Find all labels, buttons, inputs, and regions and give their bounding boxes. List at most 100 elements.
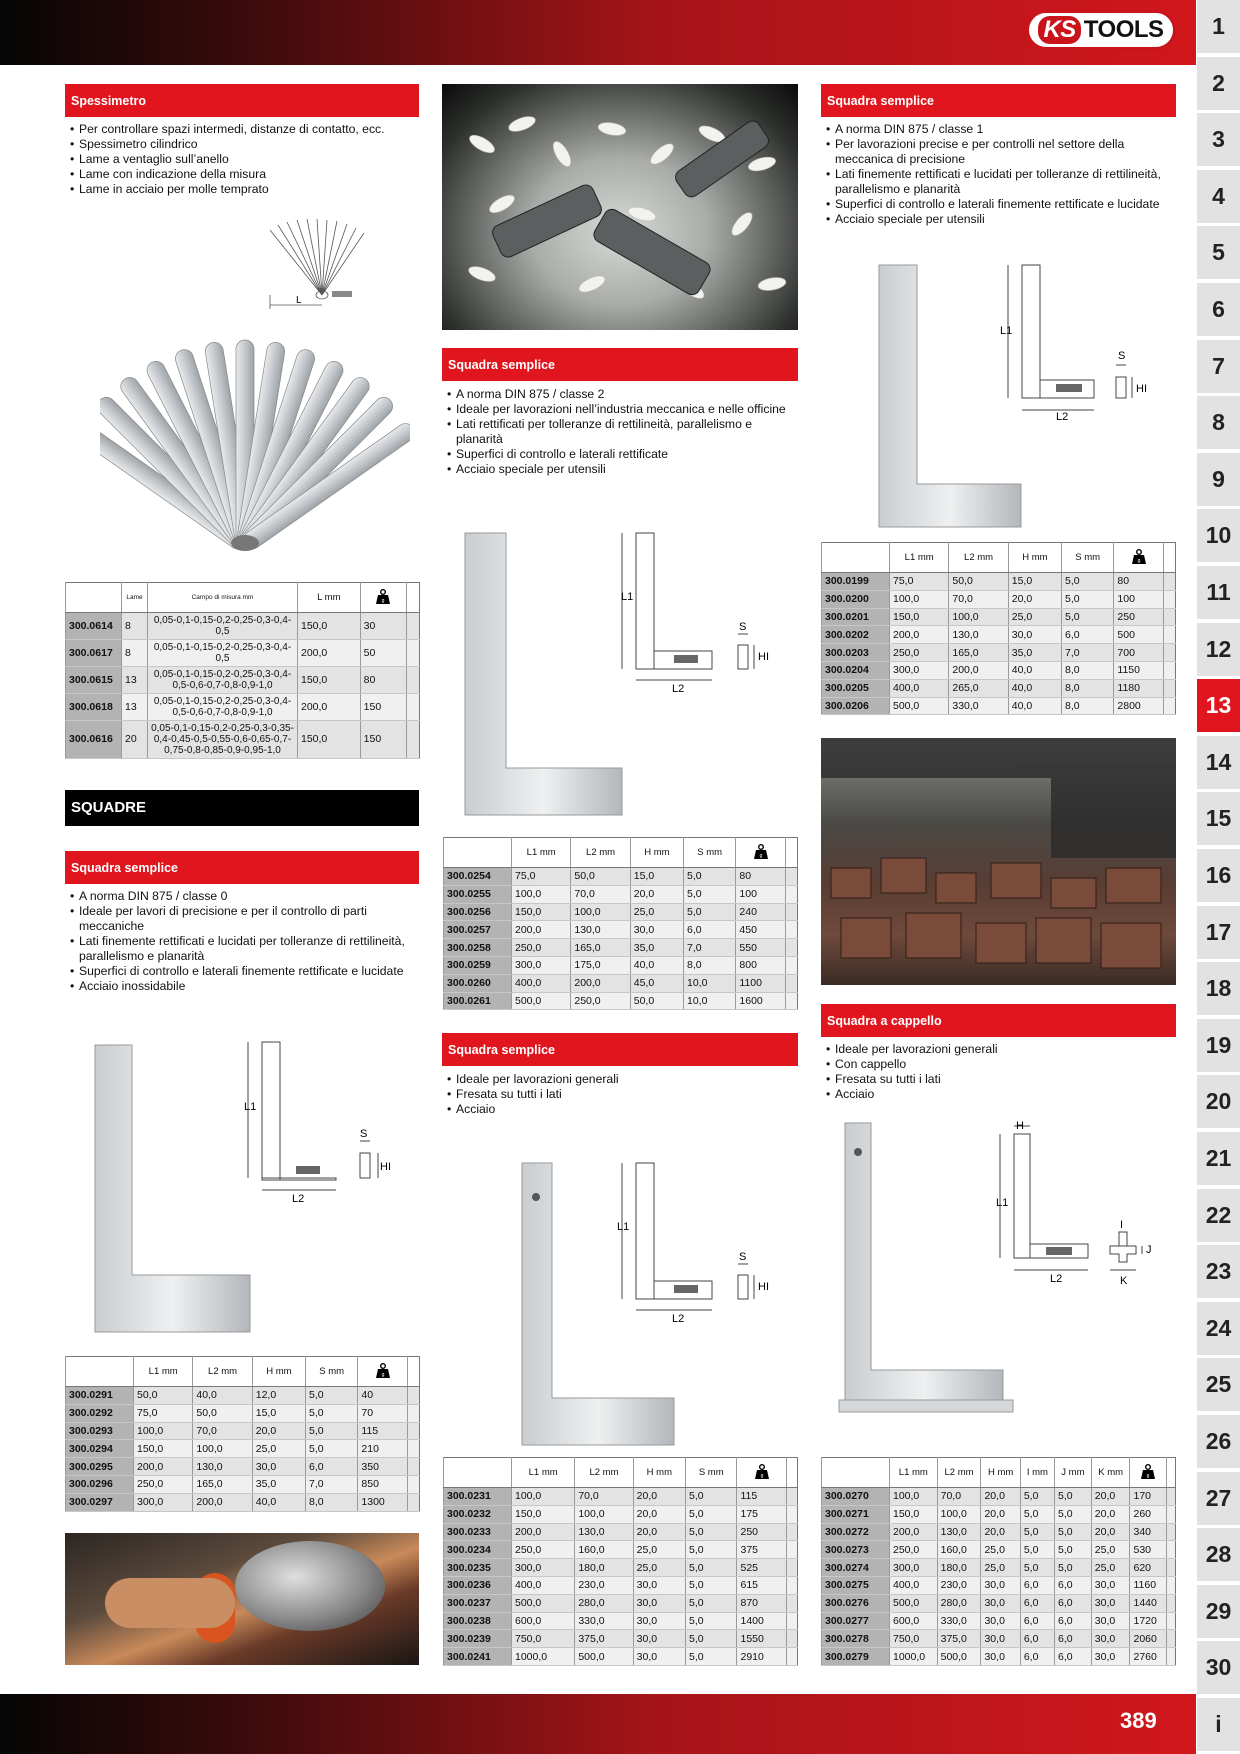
squadra-classe2-features: A norma DIN 875 / classe 2Ideale per lav… — [447, 387, 799, 477]
table-cell: 5,0 — [1060, 590, 1114, 609]
table-cell: 30,0 — [980, 1629, 1021, 1649]
dim-label-s: S — [1118, 350, 1125, 362]
chapter-tab-25[interactable]: 25 — [1197, 1358, 1240, 1412]
table-cell: 100 — [1113, 590, 1164, 609]
page-number: 389 — [1120, 1708, 1157, 1733]
table-cell: 150,0 — [297, 612, 361, 640]
dim-label-hi: HI — [380, 1161, 391, 1173]
squadra-cappello-features: Ideale per lavorazioni generaliCon cappe… — [826, 1042, 1176, 1102]
weight-icon: g — [754, 1463, 769, 1479]
chapter-tab-26[interactable]: 26 — [1197, 1415, 1240, 1468]
table-cell: 280,0 — [574, 1594, 634, 1613]
chapter-tab-5[interactable]: 5 — [1197, 226, 1240, 280]
chapter-tab-3[interactable]: 3 — [1197, 113, 1240, 167]
chapter-tab-6[interactable]: 6 — [1197, 283, 1240, 336]
table-cell: 160,0 — [574, 1540, 634, 1560]
chapter-tab-18[interactable]: 18 — [1197, 962, 1240, 1016]
article-code: 300.0276 — [821, 1594, 890, 1613]
chapter-tab-28[interactable]: 28 — [1197, 1528, 1240, 1582]
table-cell: 5,0 — [684, 1505, 737, 1524]
table-cell: 5,0 — [682, 885, 736, 904]
chapter-tab-16[interactable]: 16 — [1197, 849, 1240, 902]
chapter-tab-21[interactable]: 21 — [1197, 1132, 1240, 1185]
chapter-tab-2[interactable]: 2 — [1197, 56, 1240, 110]
table-cell: 200,0 — [570, 974, 631, 993]
polishing-media-photo — [442, 84, 798, 330]
chapter-tab-29[interactable]: 29 — [1197, 1584, 1240, 1638]
table-cell: 10,0 — [682, 992, 736, 1011]
table-cell: 165,0 — [192, 1475, 253, 1494]
chapter-tab-24[interactable]: 24 — [1197, 1301, 1240, 1355]
article-code: 300.0291 — [65, 1386, 134, 1405]
table-cell: 25,0 — [632, 1558, 686, 1577]
article-code: 300.0295 — [65, 1457, 134, 1476]
chapter-tab-13[interactable]: 13 — [1197, 679, 1240, 733]
table-cell: 5,0 — [304, 1386, 358, 1405]
chapter-tab-i[interactable]: i — [1197, 1698, 1240, 1751]
chapter-tab-11[interactable]: 11 — [1197, 566, 1240, 619]
table-cell: 375,0 — [936, 1629, 981, 1649]
table-cell: 250,0 — [132, 1475, 193, 1494]
measuring-range: 0,05-0,1-0,15-0,2-0,25-0,3-0,35-0,4-0,45… — [147, 720, 298, 759]
article-code: 300.0618 — [65, 693, 122, 721]
table-cell: 100,0 — [948, 608, 1009, 627]
feature-item: Acciaio — [447, 1102, 799, 1117]
table-cell: 15,0 — [629, 867, 684, 886]
chapter-tab-7[interactable]: 7 — [1197, 339, 1240, 393]
table-cell: 40,0 — [1007, 697, 1062, 716]
table-cell: 70,0 — [936, 1487, 981, 1506]
table-cell: 170 — [1129, 1487, 1167, 1506]
table-cell: 70 — [357, 1404, 408, 1423]
column-header: I mm — [1019, 1457, 1055, 1488]
chapter-tab-20[interactable]: 20 — [1197, 1075, 1240, 1129]
chapter-tab-1[interactable]: 1 — [1197, 0, 1240, 53]
table-cell: 80 — [735, 867, 786, 886]
squadra-classe1-features: A norma DIN 875 / classe 1Per lavorazion… — [826, 122, 1176, 227]
article-code: 300.0271 — [821, 1505, 890, 1524]
dim-label-h: H — [1016, 1120, 1024, 1132]
article-code: 300.0296 — [65, 1475, 134, 1494]
table-cell: 150,0 — [889, 1505, 938, 1524]
chapter-tab-30[interactable]: 30 — [1197, 1641, 1240, 1695]
square-classe0-image — [94, 1044, 251, 1333]
article-code: 300.0277 — [821, 1612, 890, 1631]
chapter-tab-17[interactable]: 17 — [1197, 905, 1240, 959]
table-cell: 8 — [121, 612, 148, 640]
chapter-tab-22[interactable]: 22 — [1197, 1188, 1240, 1242]
chapter-tab-19[interactable]: 19 — [1197, 1018, 1240, 1072]
weight-icon: g — [1131, 548, 1146, 564]
table-cell: 230,0 — [936, 1576, 981, 1595]
article-code: 300.0255 — [443, 885, 512, 904]
chapter-tab-12[interactable]: 12 — [1197, 622, 1240, 676]
column-header: L1 mm — [889, 1457, 938, 1488]
chapter-tab-27[interactable]: 27 — [1197, 1471, 1240, 1525]
chapter-tab-9[interactable]: 9 — [1197, 452, 1240, 506]
chapter-tab-8[interactable]: 8 — [1197, 396, 1240, 450]
chapter-tab-14[interactable]: 14 — [1197, 735, 1240, 789]
table-cell: 20 — [121, 720, 148, 759]
article-code: 300.0270 — [821, 1487, 890, 1506]
square-classe1-image — [878, 264, 1022, 528]
table-cell: 265,0 — [948, 679, 1009, 698]
dim-label-hi: HI — [1136, 383, 1147, 395]
table-cell: 20,0 — [629, 885, 684, 904]
table-cell: 6,0 — [1019, 1647, 1055, 1666]
chapter-tab-4[interactable]: 4 — [1197, 169, 1240, 223]
chapter-tab-15[interactable]: 15 — [1197, 792, 1240, 846]
table-cell: 20,0 — [251, 1422, 306, 1441]
weight-icon: g — [375, 1362, 390, 1378]
article-code: 300.0206 — [821, 697, 890, 716]
table-cell: 615 — [736, 1576, 787, 1595]
chapter-tab-23[interactable]: 23 — [1197, 1245, 1240, 1299]
chapter-tab-10[interactable]: 10 — [1197, 509, 1240, 563]
article-code: 300.0278 — [821, 1629, 890, 1649]
table-cell: 2800 — [1113, 697, 1164, 716]
